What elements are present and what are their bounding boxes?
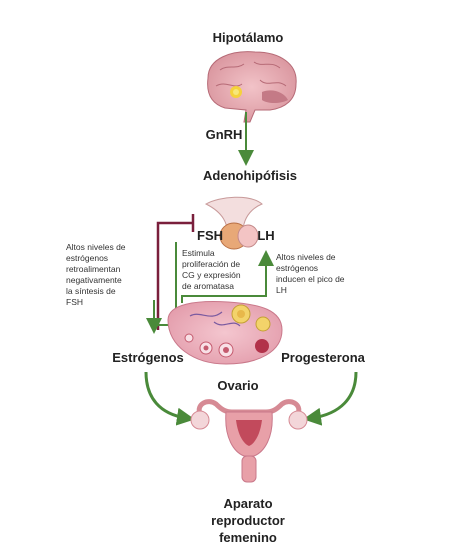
progesterone-label: Progesterona — [281, 350, 366, 365]
lh-surge-arrow — [181, 250, 274, 303]
svg-text:la síntesis de: la síntesis de — [66, 286, 116, 296]
svg-text:Altos niveles de: Altos niveles de — [66, 242, 126, 252]
fsh-label: FSH — [197, 228, 223, 243]
hypothalamus-label: Hipotálamo — [213, 30, 284, 45]
estrogens-label: Estrógenos — [112, 350, 184, 365]
estrogens-arrow — [144, 371, 195, 426]
svg-text:Altos niveles de: Altos niveles de — [276, 252, 336, 262]
inhibition-line — [156, 214, 195, 330]
svg-text:estrógenos: estrógenos — [276, 263, 318, 273]
svg-text:negativamente: negativamente — [66, 275, 122, 285]
svg-text:retroalimentan: retroalimentan — [66, 264, 121, 274]
svg-text:femenino: femenino — [219, 530, 277, 545]
svg-text:reproductor: reproductor — [211, 513, 285, 528]
pituitary-icon — [204, 196, 263, 250]
middle-note: Estimula proliferación de CG y expresión… — [182, 248, 241, 291]
ovary-label: Ovario — [217, 378, 258, 393]
svg-text:FSH: FSH — [66, 297, 83, 307]
svg-text:CG y expresión: CG y expresión — [182, 270, 241, 280]
adenohypophysis-label: Adenohipófisis — [203, 168, 297, 183]
ovary-icon — [167, 301, 283, 365]
lh-label: LH — [257, 228, 274, 243]
svg-text:Estimula: Estimula — [182, 248, 215, 258]
right-note: Altos niveles de estrógenos inducen el p… — [276, 252, 345, 295]
svg-text:de aromatasa: de aromatasa — [182, 281, 234, 291]
svg-text:estrógenos: estrógenos — [66, 253, 108, 263]
brain-icon — [207, 51, 297, 123]
uterus-icon — [190, 399, 308, 483]
svg-text:proliferación de: proliferación de — [182, 259, 240, 269]
reproductive-system-label: Aparato reproductor femenino — [211, 496, 285, 545]
left-note: Altos niveles de estrógenos retroaliment… — [66, 242, 126, 307]
progesterone-arrow — [303, 371, 358, 426]
svg-text:LH: LH — [276, 285, 287, 295]
svg-text:inducen el pico de: inducen el pico de — [276, 274, 345, 284]
gnrh-label: GnRH — [206, 127, 243, 142]
svg-text:Aparato: Aparato — [223, 496, 272, 511]
